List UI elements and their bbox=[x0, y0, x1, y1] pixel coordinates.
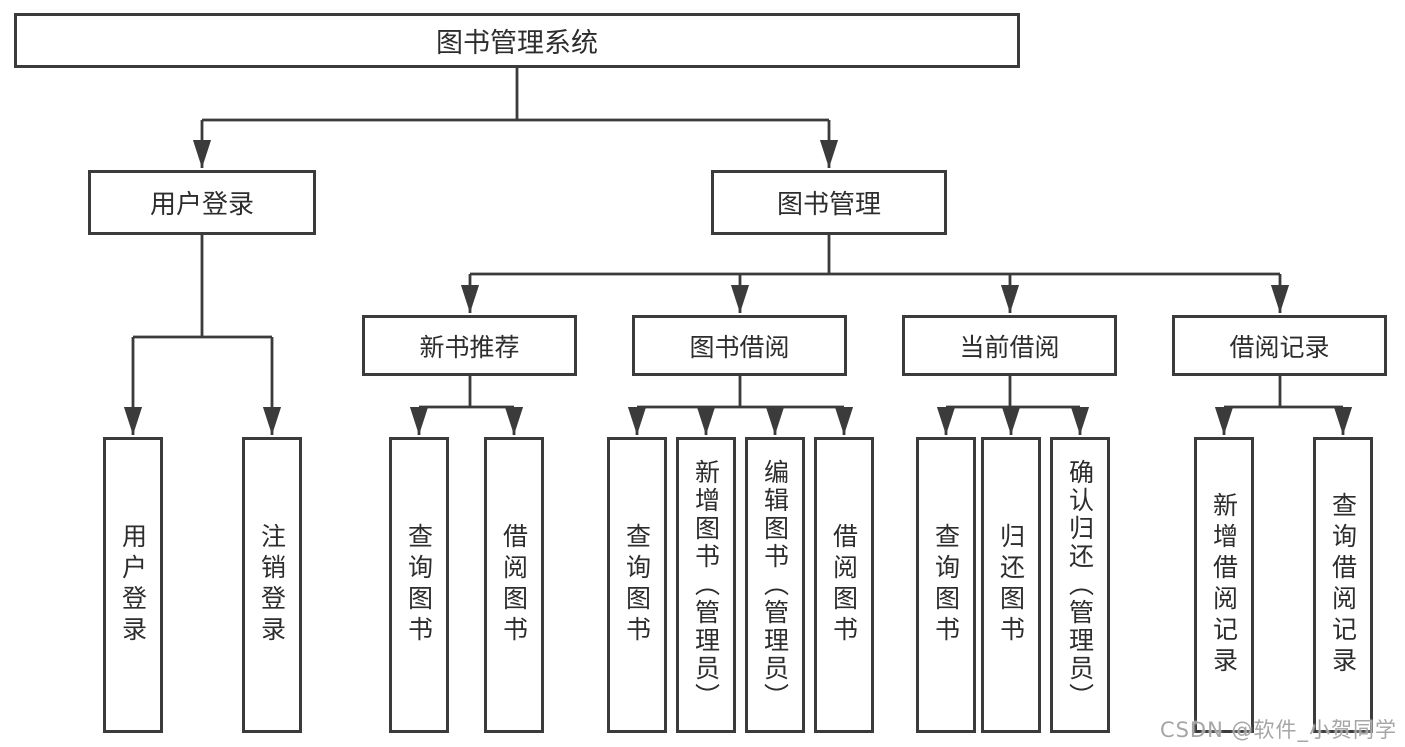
node-label: 归还图书 bbox=[996, 523, 1026, 647]
node-label: 确认归还（管理员） bbox=[1065, 459, 1095, 711]
node-borrowing-records: 借阅记录 bbox=[1172, 315, 1387, 376]
leaf-confirm-return-admin: 确认归还（管理员） bbox=[1050, 437, 1110, 733]
node-label: 图书借阅 bbox=[689, 332, 790, 362]
leaf-query-books-current: 查询图书 bbox=[916, 437, 976, 733]
node-label: 新增图书（管理员） bbox=[691, 459, 721, 711]
node-label: 注销登录 bbox=[257, 523, 287, 647]
node-label: 新书推荐 bbox=[419, 332, 520, 362]
node-label: 当前借阅 bbox=[959, 332, 1060, 362]
node-library-management-system: 图书管理系统 bbox=[14, 13, 1020, 68]
leaf-add-book-admin: 新增图书（管理员） bbox=[676, 437, 736, 733]
node-label: 编辑图书（管理员） bbox=[760, 459, 790, 711]
node-label: 借阅图书 bbox=[499, 523, 529, 647]
leaf-query-books-recommend: 查询图书 bbox=[389, 437, 449, 733]
csdn-watermark: CSDN @软件_小贺同学 bbox=[1159, 718, 1397, 742]
node-label: 图书管理 bbox=[776, 190, 881, 220]
leaf-borrow-books-borrow: 借阅图书 bbox=[814, 437, 874, 733]
node-book-management: 图书管理 bbox=[711, 170, 947, 235]
leaf-query-borrow-record: 查询借阅记录 bbox=[1313, 437, 1373, 733]
leaf-edit-book-admin: 编辑图书（管理员） bbox=[745, 437, 805, 733]
node-label: 借阅记录 bbox=[1229, 332, 1330, 362]
leaf-user-login: 用户登录 bbox=[103, 437, 163, 733]
node-book-borrowing: 图书借阅 bbox=[632, 315, 847, 376]
node-label: 查询借阅记录 bbox=[1328, 492, 1358, 678]
leaf-return-book: 归还图书 bbox=[981, 437, 1041, 733]
node-label: 借阅图书 bbox=[829, 523, 859, 647]
leaf-add-borrow-record: 新增借阅记录 bbox=[1194, 437, 1254, 733]
leaf-logout: 注销登录 bbox=[242, 437, 302, 733]
node-label: 用户登录 bbox=[149, 190, 254, 220]
node-label: 查询图书 bbox=[622, 523, 652, 647]
node-label: 新增借阅记录 bbox=[1209, 492, 1239, 678]
node-label: 查询图书 bbox=[931, 523, 961, 647]
node-new-book-recommendation: 新书推荐 bbox=[362, 315, 577, 376]
node-label: 图书管理系统 bbox=[436, 28, 598, 59]
node-user-login: 用户登录 bbox=[88, 170, 316, 235]
leaf-borrow-books-recommend: 借阅图书 bbox=[484, 437, 544, 733]
node-label: 查询图书 bbox=[404, 523, 434, 647]
node-label: 用户登录 bbox=[118, 523, 148, 647]
node-current-borrowing: 当前借阅 bbox=[902, 315, 1117, 376]
leaf-query-books-borrow: 查询图书 bbox=[607, 437, 667, 733]
